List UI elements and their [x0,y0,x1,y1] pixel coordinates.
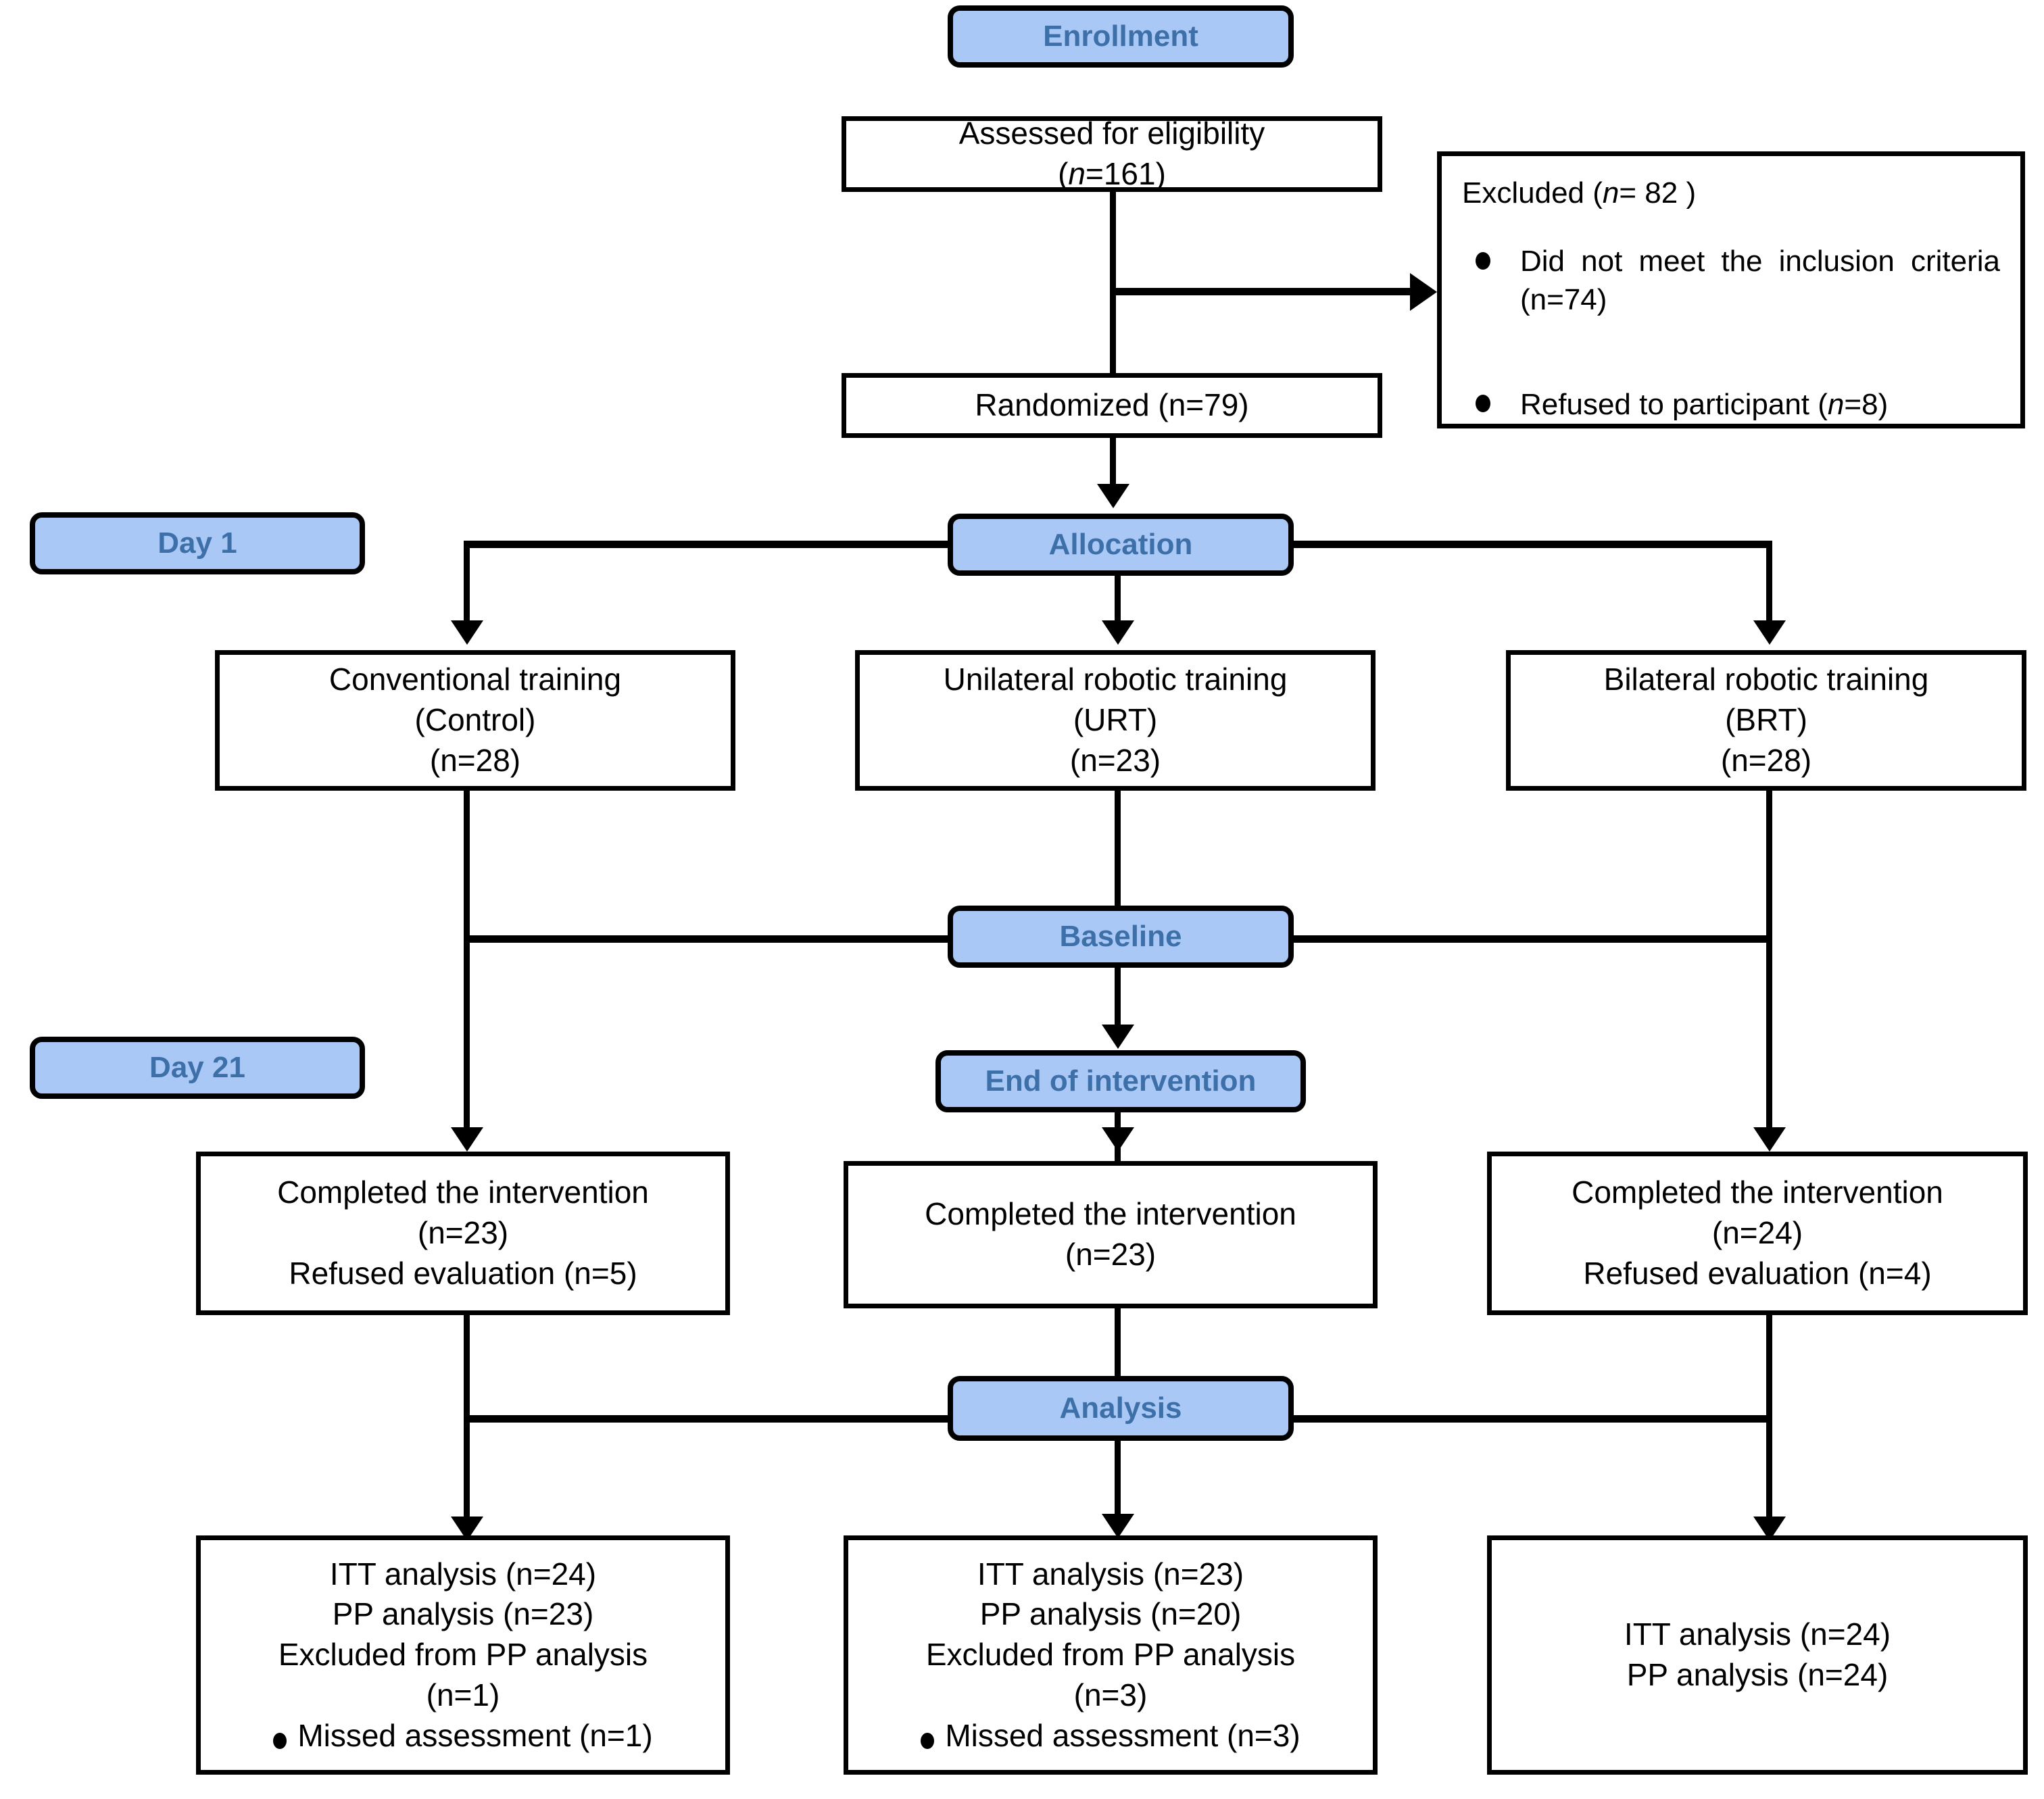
analysis-0-itt: ITT analysis (n=24) [329,1556,597,1592]
stage-badge-end-of-intervention: End of intervention [935,1050,1306,1112]
assessed-line-2: (n=161) [1058,156,1166,191]
completed-1-line-2: (n=23) [1065,1237,1157,1272]
completed-2-line-3: Refused evaluation (n=4) [1583,1255,1932,1291]
arm-1-name: Unilateral robotic training [943,662,1288,697]
arm-1-n: (n=23) [1069,742,1161,778]
connector-assessed-to-randomized [1110,192,1116,373]
completed-1-line-1: Completed the intervention [925,1196,1296,1232]
arm-0-abbrev: (Control) [414,702,536,738]
box-completed-brt: Completed the intervention (n=24) Refuse… [1487,1152,2028,1315]
analysis-0-excluded-n: (n=1) [426,1677,500,1712]
bullet-icon [921,1732,935,1749]
analysis-1-excluded-title: Excluded from PP analysis [925,1637,1296,1673]
arm-2-abbrev: (BRT) [1725,702,1807,738]
stage-badge-day-21-label: Day 21 [149,1051,245,1084]
arrow-right-arm-to-completed-icon [1753,1127,1786,1152]
completed-0-line-3: Refused evaluation (n=5) [289,1255,637,1291]
analysis-1-itt: ITT analysis (n=23) [977,1556,1244,1592]
analysis-0-excluded-reason-row: Missed assessment (n=1) [208,1716,719,1756]
box-excluded: Excluded (n= 82 ) Did not meet the inclu… [1437,151,2025,428]
stage-badge-enrollment-label: Enrollment [1043,20,1198,53]
stage-badge-end-of-intervention-label: End of intervention [985,1064,1257,1098]
completed-2-line-1: Completed the intervention [1572,1175,1943,1210]
arrow-analysis-center-icon [1102,1514,1134,1538]
excluded-reason-item: Refused to participant (n=8) [1462,385,2000,424]
completed-2-line-2: (n=24) [1711,1215,1803,1251]
bullet-icon [1476,251,1490,270]
analysis-1-excluded-reason: Missed assessment (n=3) [945,1717,1300,1753]
arm-2-name: Bilateral robotic training [1603,662,1929,697]
assessed-line-1: Assessed for eligibility [958,116,1265,151]
arrow-left-arm-to-completed-icon [451,1127,483,1152]
stage-badge-enrollment: Enrollment [948,5,1294,68]
stage-badge-analysis-label: Analysis [1059,1391,1182,1425]
excluded-reason-1-text: Did not meet the inclusion criteria (n=7… [1520,245,2000,317]
analysis-2-pp: PP analysis (n=24) [1626,1657,1889,1692]
box-arm-bilateral-robotic-training: Bilateral robotic training (BRT) (n=28) [1506,650,2026,791]
analysis-1-excluded-reason-row: Missed assessment (n=3) [855,1716,1366,1756]
connector-allocation-center [1115,576,1121,630]
excluded-reason-2-text: Refused to participant (n=8) [1520,387,1889,421]
arrow-allocation-center-icon [1102,620,1134,645]
connector-right-arm-to-completed [1766,791,1772,1135]
connector-analysis-badge-to-box [1115,1441,1121,1521]
analysis-2-itt: ITT analysis (n=24) [1624,1617,1891,1652]
excluded-title: Excluded (n= 82 ) [1462,176,1697,210]
arm-2-n: (n=28) [1720,742,1812,778]
connector-left-arm-to-completed [464,791,470,1135]
connector-allocation-right [1766,541,1772,629]
analysis-0-excluded-reason: Missed assessment (n=1) [297,1717,653,1753]
box-assessed-for-eligibility: Assessed for eligibility (n=161) [842,116,1382,192]
box-arm-unilateral-robotic-training: Unilateral robotic training (URT) (n=23) [855,650,1376,791]
analysis-1-pp: PP analysis (n=20) [979,1596,1242,1632]
arrow-randomized-to-allocation-icon [1097,484,1129,508]
arrow-end-to-completed-center-icon [1102,1127,1134,1152]
box-analysis-control: ITT analysis (n=24) PP analysis (n=23) E… [196,1535,730,1775]
randomized-label: Randomized (n=79) [975,387,1249,423]
connector-randomized-to-allocation [1110,438,1116,492]
connector-allocation-left [464,541,470,629]
arrow-to-excluded-icon [1410,273,1437,311]
arm-1-abbrev: (URT) [1073,702,1158,738]
completed-0-line-1: Completed the intervention [277,1175,649,1210]
stage-badge-allocation: Allocation [948,514,1294,576]
arrow-allocation-right-icon [1753,620,1786,645]
connector-completed-center-to-analysis [1115,1308,1121,1376]
stage-badge-day-21: Day 21 [30,1037,365,1099]
box-completed-control: Completed the intervention (n=23) Refuse… [196,1152,730,1315]
box-analysis-urt: ITT analysis (n=23) PP analysis (n=20) E… [844,1535,1378,1775]
box-completed-urt: Completed the intervention (n=23) [844,1161,1378,1308]
arm-0-name: Conventional training [328,662,622,697]
box-arm-conventional-training: Conventional training (Control) (n=28) [215,650,735,791]
analysis-1-excluded-n: (n=3) [1073,1677,1148,1712]
stage-badge-baseline: Baseline [948,906,1294,968]
stage-badge-day-1: Day 1 [30,512,365,574]
box-randomized: Randomized (n=79) [842,373,1382,438]
arrow-baseline-to-end-icon [1102,1025,1134,1049]
stage-badge-allocation-label: Allocation [1048,528,1193,561]
analysis-0-pp: PP analysis (n=23) [332,1596,594,1632]
stage-badge-baseline-label: Baseline [1059,920,1182,953]
stage-badge-analysis: Analysis [948,1376,1294,1441]
connector-to-excluded [1113,288,1410,295]
excluded-reasons-list: Did not meet the inclusion criteria (n=7… [1462,242,2000,424]
completed-0-line-2: (n=23) [417,1215,509,1251]
arm-0-n: (n=28) [429,742,521,778]
connector-center-arm-to-baseline [1115,791,1121,912]
arrow-allocation-left-icon [451,620,483,645]
box-analysis-brt: ITT analysis (n=24) PP analysis (n=24) [1487,1535,2028,1775]
stage-badge-day-1-label: Day 1 [157,526,237,560]
connector-baseline-to-end [1115,968,1121,1033]
bullet-icon [273,1732,287,1749]
excluded-reason-item: Did not meet the inclusion criteria (n=7… [1462,242,2000,358]
analysis-0-excluded-title: Excluded from PP analysis [278,1637,648,1673]
bullet-icon [1476,395,1490,413]
